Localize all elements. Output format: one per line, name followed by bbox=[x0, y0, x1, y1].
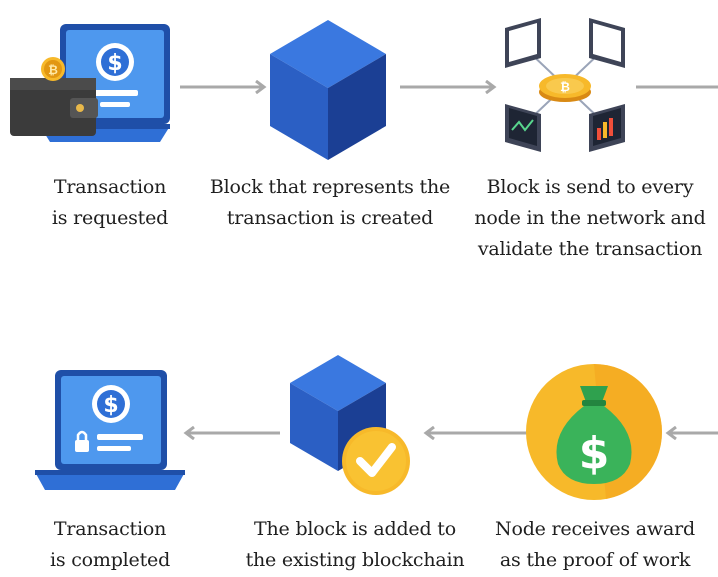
laptop-dollar-icon: $ ₿ bbox=[10, 24, 170, 142]
arrow-left-1 bbox=[183, 426, 280, 440]
arrow-right-2 bbox=[400, 80, 497, 94]
svg-text:$: $ bbox=[107, 51, 122, 76]
arrow-right-1 bbox=[180, 80, 267, 94]
svg-text:₿: ₿ bbox=[48, 63, 58, 77]
cube-check-icon bbox=[290, 355, 410, 495]
arrow-left-2 bbox=[423, 426, 528, 440]
arrow-right-3 bbox=[636, 85, 718, 89]
money-bag-icon: $ bbox=[526, 364, 662, 500]
svg-text:$: $ bbox=[579, 428, 610, 479]
step-caption-request: Transaction is requested bbox=[51, 176, 169, 229]
step-caption-reward: Node receives award as the proof of work bbox=[495, 518, 695, 571]
step-caption-broadcast: Block is send to every node in the netwo… bbox=[474, 176, 706, 260]
step-caption-complete: Transaction is completed bbox=[49, 518, 171, 571]
svg-text:₿: ₿ bbox=[560, 80, 570, 94]
blockchain-cube-icon bbox=[270, 20, 386, 160]
laptop-dollar-lock-icon: $ bbox=[35, 370, 185, 490]
network-nodes-icon: ₿ bbox=[505, 18, 625, 152]
arrow-left-3 bbox=[665, 426, 718, 440]
step-caption-create: Block that represents the transaction is… bbox=[209, 176, 451, 229]
step-caption-append: The block is added to the existing block… bbox=[245, 518, 465, 571]
svg-text:$: $ bbox=[103, 393, 118, 418]
